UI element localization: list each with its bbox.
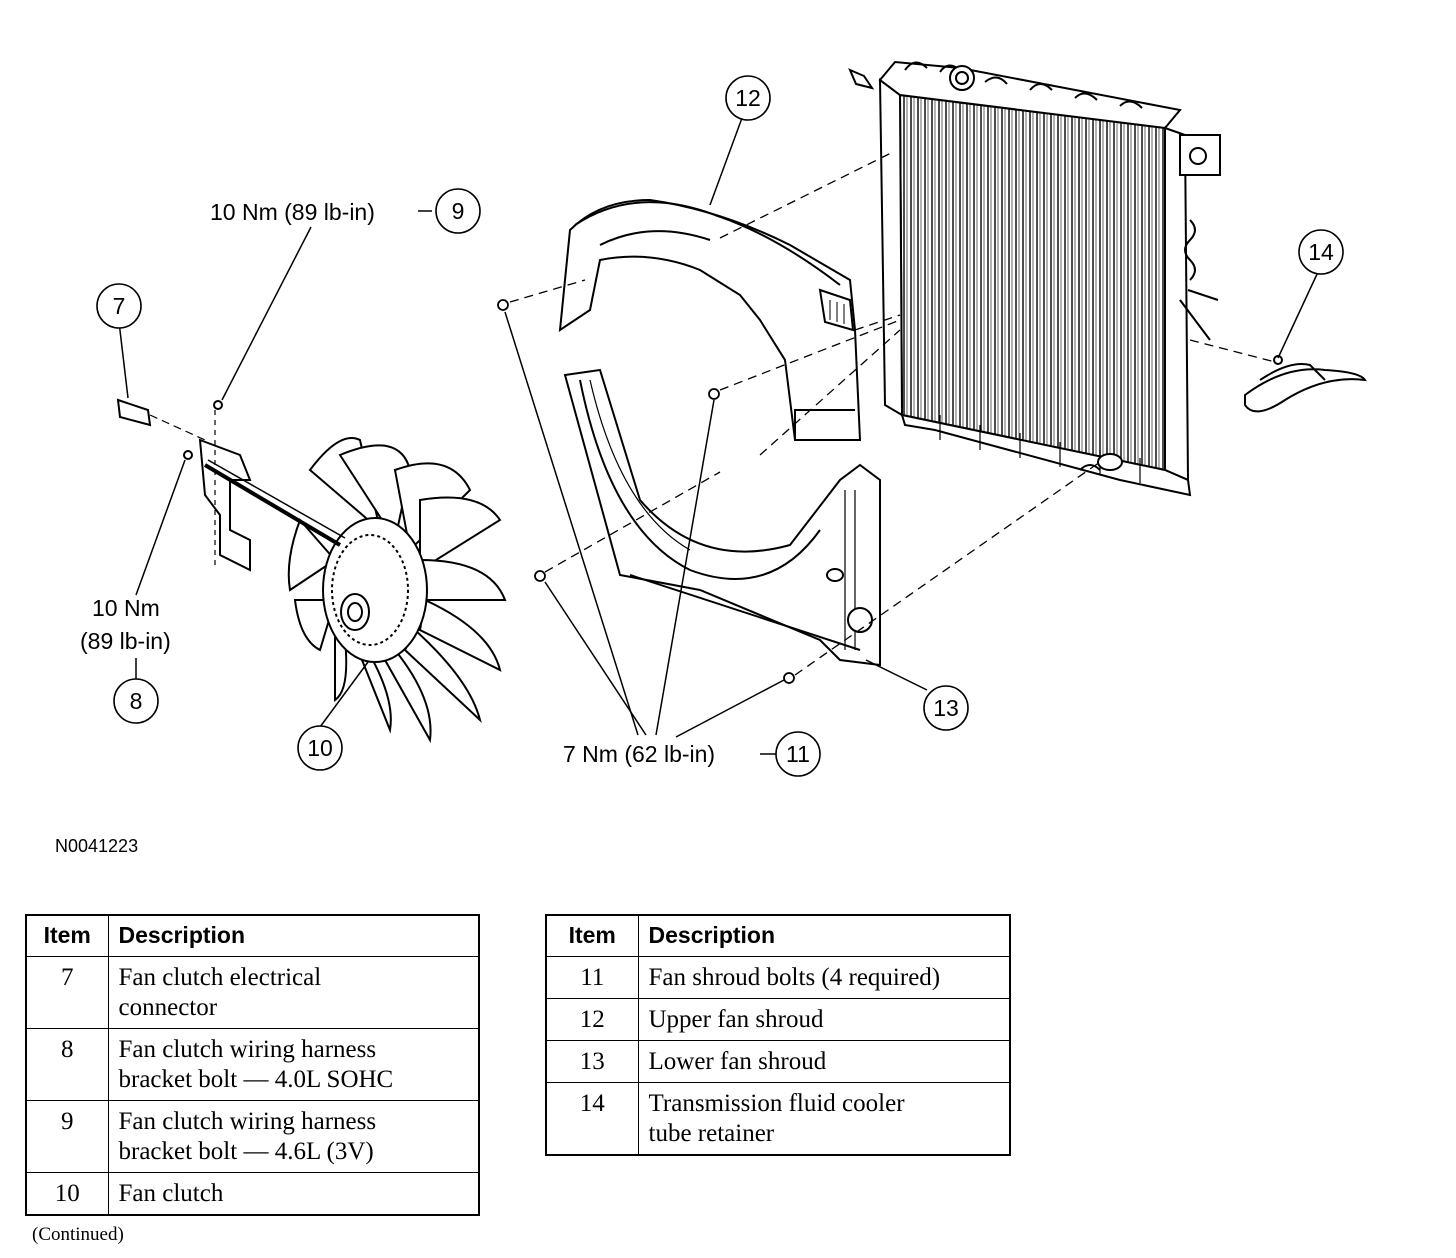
column-header-item: Item: [25, 914, 109, 957]
svg-text:12: 12: [735, 85, 761, 111]
item-number: 12: [545, 998, 639, 1041]
table-header-row: Item Description: [25, 914, 480, 957]
radiator-side-tank: [1164, 126, 1190, 482]
item-number: 11: [545, 956, 639, 999]
fan-clutch-assembly: [287, 437, 507, 744]
item-description: Upper fan shroud: [637, 998, 1011, 1041]
item-description: Fan shroud bolts (4 required): [637, 956, 1011, 999]
table-row: 11 Fan shroud bolts (4 required): [545, 956, 1011, 999]
callout-12: 12: [725, 75, 771, 121]
column-header-description: Description: [637, 914, 1011, 957]
item-number: 7: [25, 956, 109, 1029]
item-description: Lower fan shroud: [637, 1040, 1011, 1083]
upper-fan-shroud: [558, 198, 862, 441]
fan-clutch-hub: [322, 517, 428, 663]
lower-fan-shroud: [563, 368, 881, 667]
torque-label-item9: 10 Nm (89 lb-in): [210, 199, 375, 225]
item-number: 10: [25, 1172, 109, 1216]
item-number: 13: [545, 1040, 639, 1083]
callout-14: 14: [1298, 229, 1344, 275]
leader-lines: [118, 117, 1319, 755]
item-number: 9: [25, 1100, 109, 1173]
callout-9: 9: [435, 188, 481, 234]
torque-label-item8-line2: (89 lb-in): [80, 628, 171, 654]
callout-13: 13: [923, 685, 969, 731]
torque-label-item8-line1: 10 Nm: [92, 595, 160, 621]
callout-11: 11: [775, 731, 821, 777]
table-row: 10 Fan clutch: [25, 1172, 480, 1216]
svg-text:9: 9: [452, 198, 465, 224]
callout-8: 8: [113, 678, 159, 724]
svg-text:8: 8: [130, 688, 143, 714]
callout-7: 7: [96, 283, 142, 329]
svg-text:10: 10: [307, 735, 333, 761]
table-row: 12 Upper fan shroud: [545, 998, 1011, 1041]
radiator-core: [898, 93, 1166, 472]
svg-text:13: 13: [933, 695, 959, 721]
table-row: 13 Lower fan shroud: [545, 1040, 1011, 1083]
fan-clutch-connector: [116, 398, 346, 572]
exploded-view-diagram: 7 8 9 10 11 12 13 14 10 Nm (89 lb-in) 10…: [80, 60, 1367, 777]
cooler-tube-retainer: [1244, 355, 1367, 413]
continued-note: (Continued): [32, 1224, 124, 1245]
column-header-item: Item: [545, 914, 639, 957]
torque-label-item11: 7 Nm (62 lb-in): [563, 741, 715, 767]
legend-table-left: Item Description 7 Fan clutch electrical…: [25, 914, 480, 1216]
radiator-bottom-tank: [900, 413, 1192, 497]
figure-id: N0041223: [55, 836, 139, 856]
item-description: Fan clutch: [107, 1172, 480, 1216]
table-header-row: Item Description: [545, 914, 1011, 957]
radiator: [848, 60, 1221, 497]
legend-table-right: Item Description 11 Fan shroud bolts (4 …: [545, 914, 1011, 1156]
fan-shroud-bolts: [497, 299, 795, 684]
svg-text:11: 11: [786, 741, 810, 767]
callout-10: 10: [297, 725, 343, 771]
svg-text:14: 14: [1308, 239, 1334, 265]
item-number: 8: [25, 1028, 109, 1101]
svg-text:7: 7: [113, 293, 126, 319]
column-header-description: Description: [107, 914, 480, 957]
item-number: 14: [545, 1082, 639, 1156]
alignment-lines: [509, 151, 1276, 676]
